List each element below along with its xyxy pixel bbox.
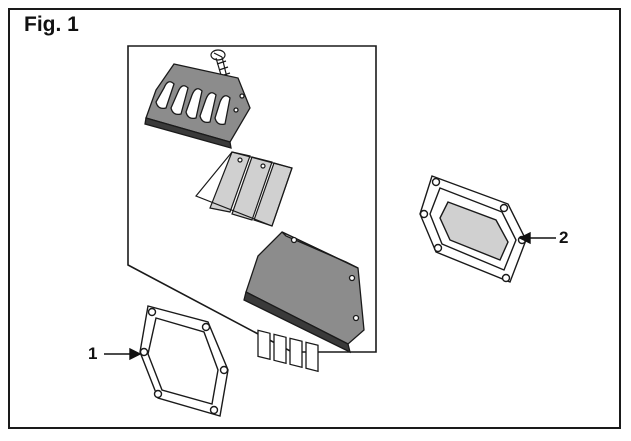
callout-arrow-2 bbox=[518, 231, 556, 245]
callout-arrow-1 bbox=[104, 347, 142, 361]
reed-cage-icon bbox=[243, 231, 365, 373]
gasket-icon bbox=[139, 305, 229, 417]
figure-title: Fig. 1 bbox=[24, 13, 79, 36]
callout-label-2: 2 bbox=[559, 228, 569, 247]
gasket-icon bbox=[419, 175, 527, 283]
callout-label-1: 1 bbox=[88, 344, 98, 363]
kit-outline bbox=[127, 45, 377, 353]
reed-plate-icon bbox=[144, 63, 251, 149]
reed-petal-icon bbox=[195, 151, 293, 227]
